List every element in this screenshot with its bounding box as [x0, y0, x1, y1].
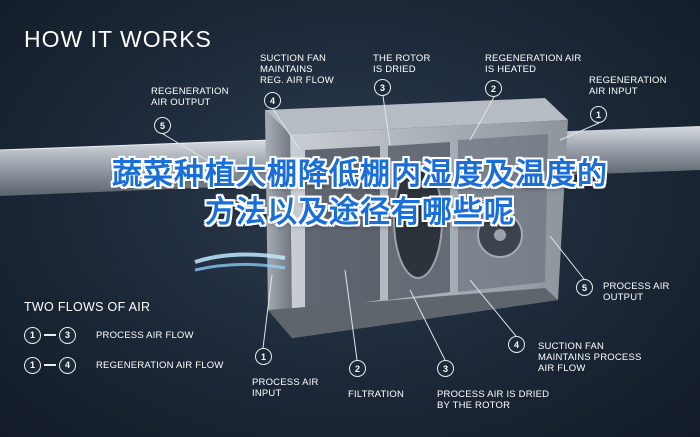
badge-1-top: 1: [590, 106, 607, 123]
badge-4-bottom: 4: [508, 336, 525, 353]
flow-process-from-badge: 1: [24, 326, 41, 344]
callout-suction-fan-reg: SUCTION FAN MAINTAINS REG. AIR FLOW: [260, 53, 334, 86]
badge-1-bottom: 1: [255, 348, 272, 365]
badge-3-bottom: 3: [437, 360, 454, 377]
right-duct: [545, 126, 700, 176]
callout-process-air-output: PROCESS AIR OUTPUT: [603, 281, 670, 303]
callout-filtration: FILTRATION: [348, 389, 405, 400]
callout-suction-fan-process: SUCTION FAN MAINTAINS PROCESS AIR FLOW: [538, 341, 642, 374]
flow-process-label: PROCESS AIR FLOW: [96, 329, 194, 341]
callout-regeneration-heated: REGENERATION AIR IS HEATED: [485, 53, 582, 75]
callout-process-air-input: PROCESS AIR INPUT: [252, 377, 319, 399]
flow-process-to-badge: 3: [59, 326, 76, 344]
leader-lines: [162, 95, 600, 361]
flows-legend-title: TWO FLOWS OF AIR: [24, 300, 151, 314]
flow-row-process: 1 3 PROCESS AIR FLOW: [24, 326, 194, 344]
callout-regeneration-air-input: REGENERATION AIR INPUT: [589, 75, 667, 97]
flow-dash: [44, 364, 56, 366]
callout-rotor-dried: THE ROTOR IS DRIED: [373, 53, 431, 75]
flow-regeneration-label: REGENERATION AIR FLOW: [96, 359, 224, 371]
airflow-swirl: [194, 252, 286, 272]
badge-4-top: 4: [264, 92, 281, 109]
badge-2-top: 2: [485, 80, 502, 97]
badge-3-top: 3: [374, 79, 391, 96]
flow-row-regeneration: 1 4 REGENERATION AIR FLOW: [24, 356, 224, 374]
flow-dash: [44, 334, 56, 336]
callout-process-air-dried: PROCESS AIR IS DRIED BY THE ROTOR: [437, 389, 550, 411]
flow-regeneration-from-badge: 1: [24, 356, 41, 374]
flow-regeneration-to-badge: 4: [59, 356, 76, 374]
badge-5-top: 5: [154, 117, 171, 134]
badge-5-bottom: 5: [576, 279, 593, 296]
unit-body: [265, 98, 568, 338]
callout-regeneration-air-output: REGENERATION AIR OUTPUT: [151, 86, 229, 108]
badge-2-bottom: 2: [349, 360, 366, 377]
left-duct: [0, 139, 271, 196]
page-title: HOW IT WORKS: [24, 26, 212, 52]
overlay-headline: 蔬菜种植大棚降低棚内湿度及温度的方法以及途径有哪些呢: [112, 157, 608, 230]
